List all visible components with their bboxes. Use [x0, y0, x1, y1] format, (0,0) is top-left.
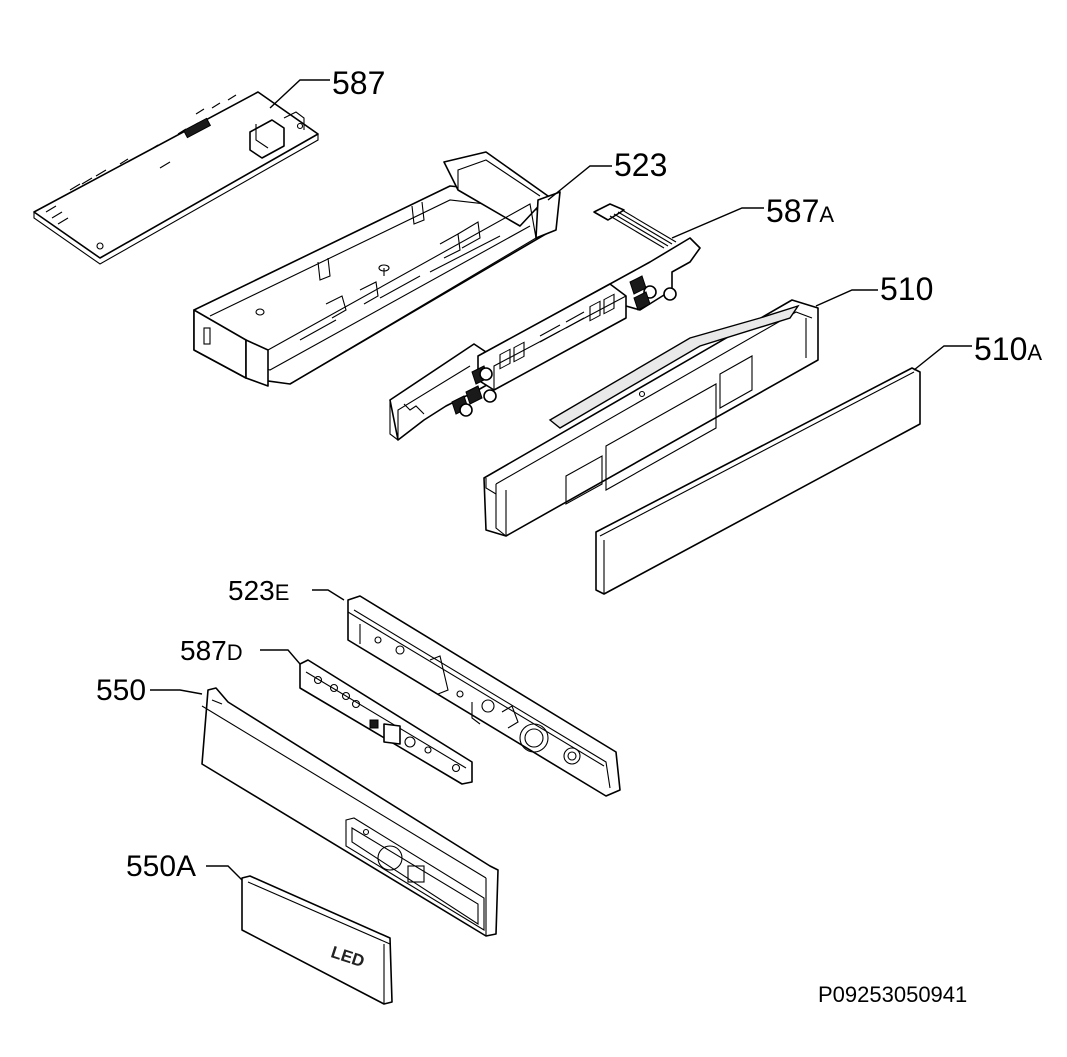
- part-587a-display-board: [389, 203, 701, 441]
- label-510: 510: [880, 271, 933, 307]
- label-587a: 587A: [766, 193, 834, 229]
- part-587d-led-board: [299, 659, 473, 785]
- part-523-housing-tray: [193, 151, 561, 387]
- part-510a-display-lens: [595, 367, 921, 595]
- label-510a: 510A: [974, 331, 1042, 367]
- part-510-front-frame: [483, 299, 819, 537]
- label-587d: 587D: [180, 635, 243, 666]
- leader-lines: [150, 79, 972, 881]
- label-587: 587: [332, 65, 385, 101]
- label-523: 523: [614, 147, 667, 183]
- label-523e: 523E: [228, 575, 289, 606]
- label-550a: 550A: [126, 850, 196, 883]
- drawing-reference-number: P09253050941: [818, 982, 967, 1007]
- part-550-front-cover: [201, 687, 499, 937]
- part-labels: 587 523 587A 510 510A 523E 587D 550 550A: [96, 65, 1042, 883]
- part-550a-led-cap: LED: [241, 875, 393, 1005]
- part-523e-frame-insert: [347, 595, 621, 797]
- part-587-pcb-board: [33, 91, 319, 265]
- label-550: 550: [96, 674, 146, 707]
